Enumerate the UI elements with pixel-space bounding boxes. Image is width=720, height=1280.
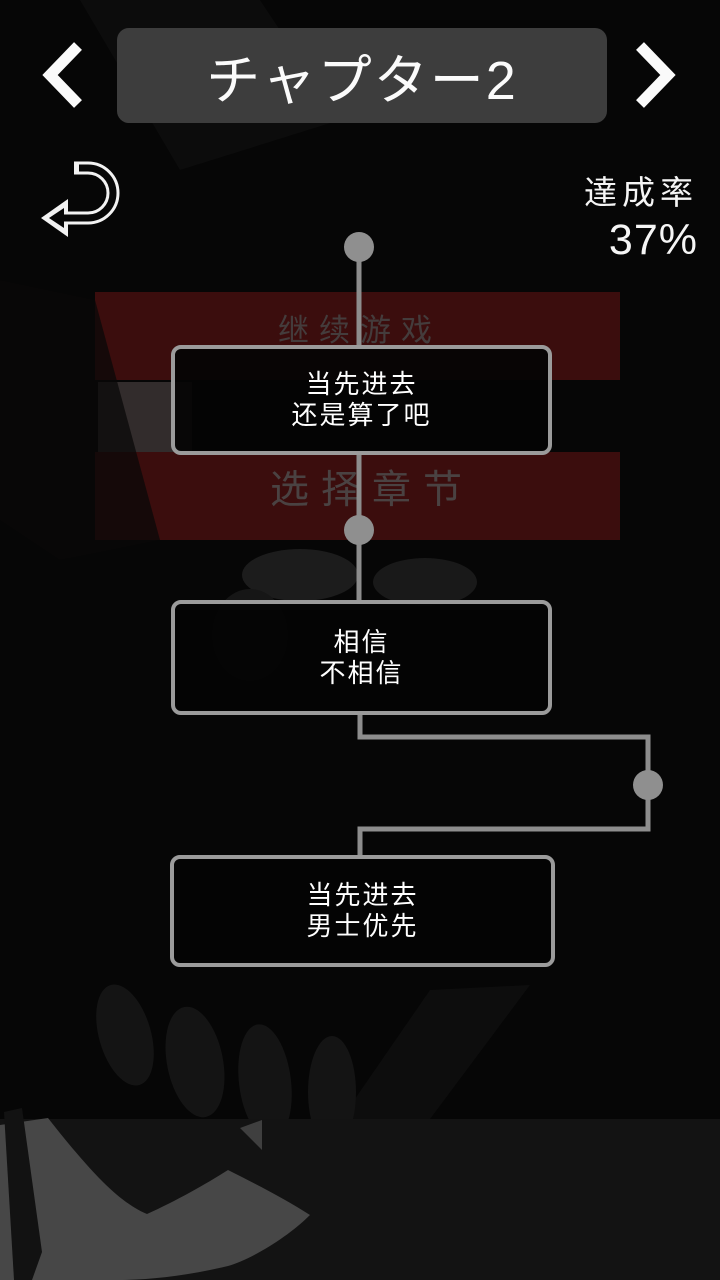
connector-dot: [344, 515, 374, 545]
background-shape: [240, 1120, 262, 1150]
connector-line: [357, 713, 651, 857]
background-shape: [165, 1006, 225, 1118]
achievement-label: 達成率: [584, 174, 698, 211]
bottom-art-claw: [0, 1118, 310, 1280]
chevron-right-icon: [636, 42, 676, 108]
background-shape: [238, 1024, 292, 1140]
achievement-value: 37%: [608, 216, 698, 264]
prev-chapter-button[interactable]: [40, 40, 84, 110]
choice-node-line: 当先进去: [305, 369, 418, 399]
choice-node-line: 相信: [333, 626, 390, 657]
connector-dot: [344, 232, 374, 262]
dimmed-menu-item-continue: 继续游戏: [0, 312, 720, 350]
chapter-title: チャプター2: [206, 51, 518, 111]
choice-node-line: 男士优先: [306, 911, 419, 941]
choice-node-line: 不相信: [319, 657, 404, 688]
choice-node-2[interactable]: 相信 不相信: [171, 600, 552, 715]
background-shape: [96, 984, 154, 1086]
choice-node-3[interactable]: 当先进去 男士优先: [170, 855, 555, 967]
background-shape: [0, 280, 160, 560]
return-arrow-icon: [41, 161, 120, 237]
connector-dot: [633, 770, 663, 800]
background-shape: [4, 1108, 42, 1280]
background-shape: [242, 549, 358, 601]
return-button[interactable]: [36, 156, 124, 240]
dimmed-menu-item-chapter-select: 选择章节: [269, 469, 474, 512]
choice-node-line: 还是算了吧: [291, 400, 432, 430]
next-chapter-button[interactable]: [634, 40, 678, 110]
chevron-left-icon: [42, 42, 82, 108]
choice-node-1[interactable]: 当先进去 还是算了吧: [171, 345, 552, 455]
chapter-title-plate: チャプター2: [117, 28, 607, 123]
background-shape: [373, 558, 477, 606]
choice-node-line: 当先进去: [306, 880, 419, 910]
achievement-rate: 達成率 37%: [584, 172, 698, 266]
